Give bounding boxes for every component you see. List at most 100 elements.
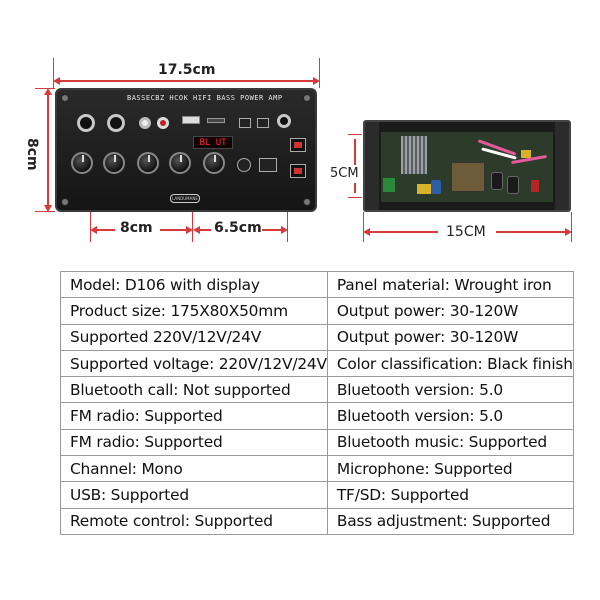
dim-line [354,183,356,193]
capacitor-icon [507,176,519,194]
dim-tick [348,134,362,135]
prev-button[interactable] [257,118,269,128]
table-cell: Bluetooth call: Not supported [60,376,328,404]
capacitor-icon [491,172,503,190]
depth-label: 5CM [330,166,359,181]
table-cell: Supported 220V/12V/24V [60,323,328,351]
table-cell: Remote control: Supported [60,507,328,535]
table-cell: Output power: 30-120W [326,323,574,351]
treble-knob[interactable] [137,152,159,174]
screw-icon [61,94,69,102]
table-cell: Supported voltage: 220V/12V/24V [60,349,328,378]
arrow-right-icon [313,77,320,85]
volume-knob[interactable] [203,152,225,174]
power-switch[interactable] [290,138,306,152]
mic1-jack[interactable] [77,114,95,132]
arrow-left-icon [90,226,97,234]
dim-line [95,229,115,231]
left-section-label: 8cm [120,220,153,236]
table-cell: Model: D106 with display [60,270,328,299]
dim-line [354,139,356,165]
capacitor-icon [521,150,531,158]
dim-line [58,80,314,82]
dim-line [262,229,282,231]
dim-line [47,93,49,205]
arrow-left-icon [53,77,60,85]
width-label: 17.5cm [158,62,216,78]
screw-icon [303,198,311,206]
rca-left-input[interactable] [139,117,151,129]
screw-icon [61,198,69,206]
rca-right-input[interactable] [157,117,169,129]
dim-tick [571,212,572,242]
usb-port[interactable] [182,116,200,124]
fuse-holder [237,158,251,172]
dim-line [496,231,566,233]
power-input[interactable] [259,158,277,172]
led-display: BL UT [193,136,233,149]
mode-button[interactable] [239,118,251,128]
mic2-jack[interactable] [107,114,125,132]
capacitor-icon [531,180,539,192]
transformer-icon [451,162,485,192]
dim-line [368,231,438,233]
table-cell: FM radio: Supported [60,428,328,457]
dim-tick [363,212,364,242]
table-cell: Bass adjustment: Supported [326,507,574,535]
right-section-label: 6.5cm [214,220,262,236]
arrow-left-icon [193,226,200,234]
table-cell: Bluetooth version: 5.0 [326,376,574,404]
dim-tick-right [319,58,320,88]
table-cell: Color classification: Black finish [326,349,574,378]
heatsink-icon [401,136,427,174]
sd-card-slot[interactable] [207,118,225,123]
table-cell: Microphone: Supported [326,455,574,483]
table-cell: Bluetooth music: Supported [326,428,574,457]
dim-line [160,229,187,231]
side-length-label: 15CM [446,224,486,240]
panel-header: BASSECBZ HCOK HIFI BASS POWER AMP [127,94,283,102]
aux-jack[interactable] [277,114,291,128]
table-cell: USB: Supported [60,481,328,509]
arrow-left-icon [363,228,370,236]
amplifier-front-panel: BASSECBZ HCOK HIFI BASS POWER AMP BL UT … [55,88,317,212]
table-cell: Bluetooth version: 5.0 [326,402,574,430]
table-cell: TF/SD: Supported [326,481,574,509]
dim-tick-left [53,58,54,88]
echo-knob[interactable] [71,152,93,174]
connector-icon [383,178,395,192]
brand-logo: LANDUMANE [170,194,200,203]
arrow-right-icon [186,226,193,234]
table-cell: FM radio: Supported [60,402,328,430]
arrow-up-icon [44,88,52,95]
dim-line [197,229,211,231]
table-cell: Product size: 175X80X50mm [60,297,328,325]
arrow-right-icon [565,228,572,236]
capacitor-icon [431,180,441,194]
voltage-switch[interactable] [290,164,306,178]
mic-volume-knob[interactable] [103,152,125,174]
screw-icon [303,94,311,102]
table-cell: Panel material: Wrought iron [326,270,574,299]
bass-knob[interactable] [169,152,191,174]
amplifier-side-view [363,120,571,212]
circuit-board [381,132,553,202]
height-label: 8cm [24,138,40,171]
arrow-down-icon [44,205,52,212]
mount-flange [555,122,569,210]
dim-tick [348,197,362,198]
table-cell: Output power: 30-120W [326,297,574,325]
mount-flange [365,122,379,210]
table-cell: Channel: Mono [60,455,328,483]
